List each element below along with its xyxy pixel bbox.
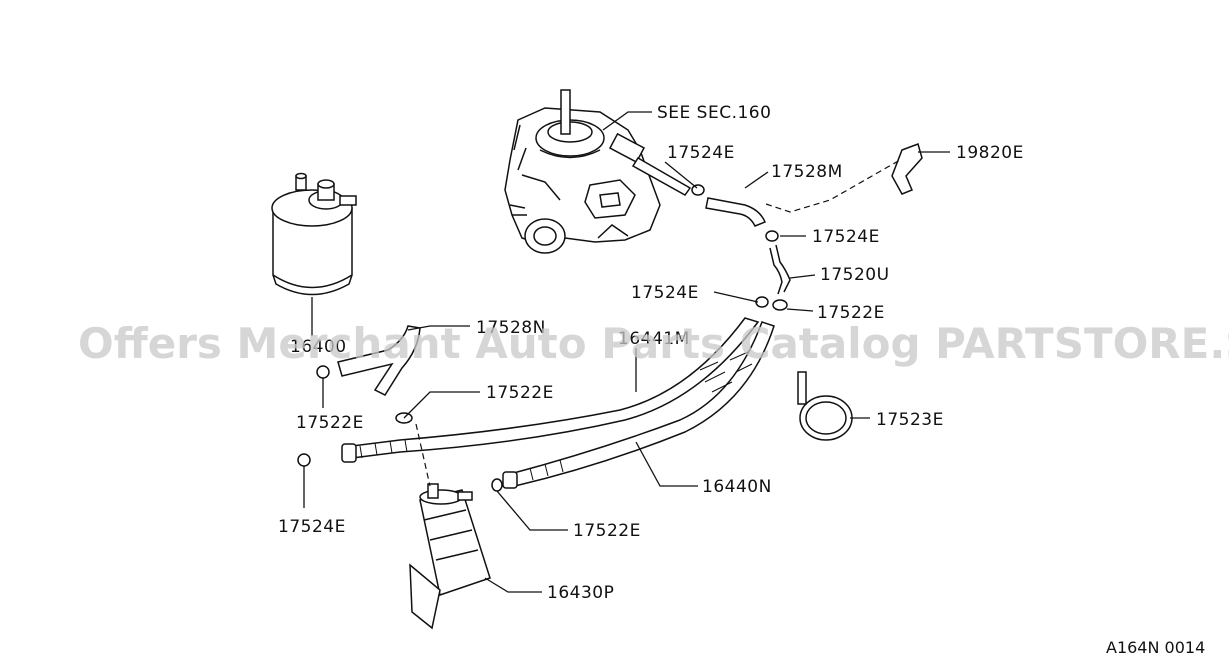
hose-17528m [705,197,766,227]
canister [271,172,357,296]
label-17528n: 17528N [476,318,546,338]
label-17522e-right: 17522E [817,303,885,323]
bracket-19820e [891,143,923,195]
label-17523e: 17523E [876,410,944,430]
label-16441m: 16441M [618,329,690,349]
label-16430p: 16430P [547,583,614,603]
hose-clamps [297,184,788,492]
label-17524e-left: 17524E [278,517,346,537]
label-16440n: 16440N [702,477,772,497]
label-17524e-right: 17524E [812,227,880,247]
diagram-reference-code: A164N 0014 [1106,638,1205,657]
band-clamp [797,371,853,441]
hose-17528n [337,325,421,396]
fuel-filter [409,483,491,630]
label-17520u: 17520U [820,265,890,285]
watermark-text: Offers Merchant Auto Parts Catalog PARTS… [78,319,1229,368]
label-see-sec-160: SEE SEC.160 [657,103,771,123]
main-fuel-hoses [341,317,775,489]
label-17522e-left: 17522E [296,413,364,433]
label-17522e-bottom: 17522E [573,521,641,541]
label-17522e-midleft: 17522E [486,383,554,403]
label-16400: 16400 [290,337,347,357]
label-17528m: 17528M [771,162,843,182]
tube-17520u [769,244,791,295]
throttle-body-assembly [504,89,692,254]
label-19820e: 19820E [956,143,1024,163]
leader-lines [303,111,950,593]
label-17524e-top: 17524E [667,143,735,163]
label-17524e-mid: 17524E [631,283,699,303]
